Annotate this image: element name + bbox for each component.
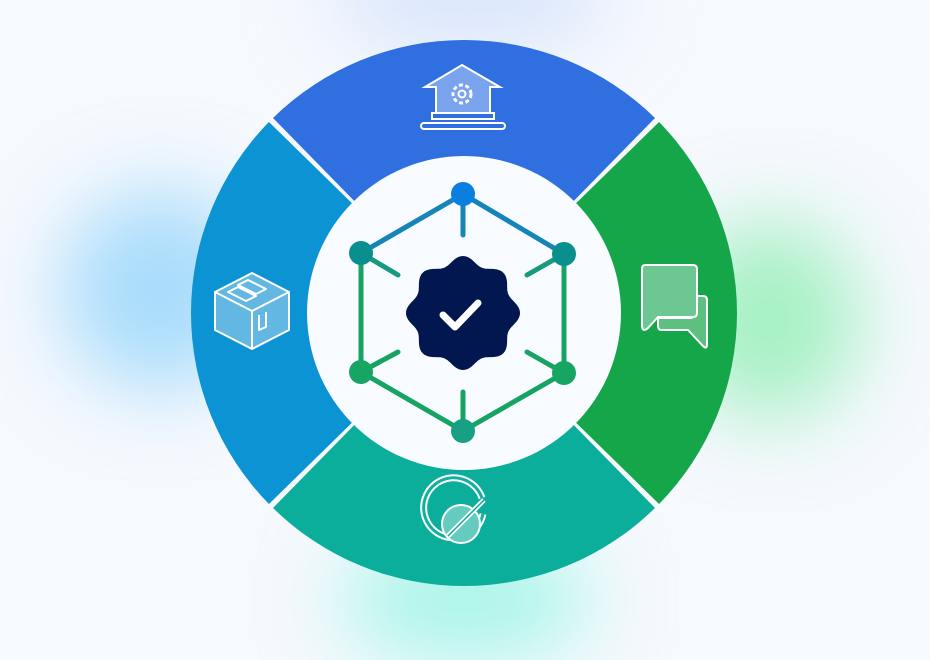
network-node	[349, 360, 373, 384]
network-edge	[460, 370, 567, 434]
verified-badge-check-icon	[406, 256, 520, 370]
network-node	[552, 242, 576, 266]
network-edge	[358, 369, 466, 434]
network-node	[349, 241, 373, 265]
target-check-icon	[420, 474, 487, 544]
network-node	[451, 419, 475, 443]
package-box-icon	[214, 272, 290, 350]
network-edge	[460, 191, 567, 257]
network-node-top	[451, 182, 475, 206]
service-wheel-diagram	[190, 39, 737, 587]
chat-bubbles-icon	[641, 264, 708, 349]
network-node	[552, 361, 576, 385]
network-edge	[358, 191, 466, 256]
warehouse-gear-icon	[420, 63, 506, 130]
segment-bottom	[272, 420, 656, 587]
